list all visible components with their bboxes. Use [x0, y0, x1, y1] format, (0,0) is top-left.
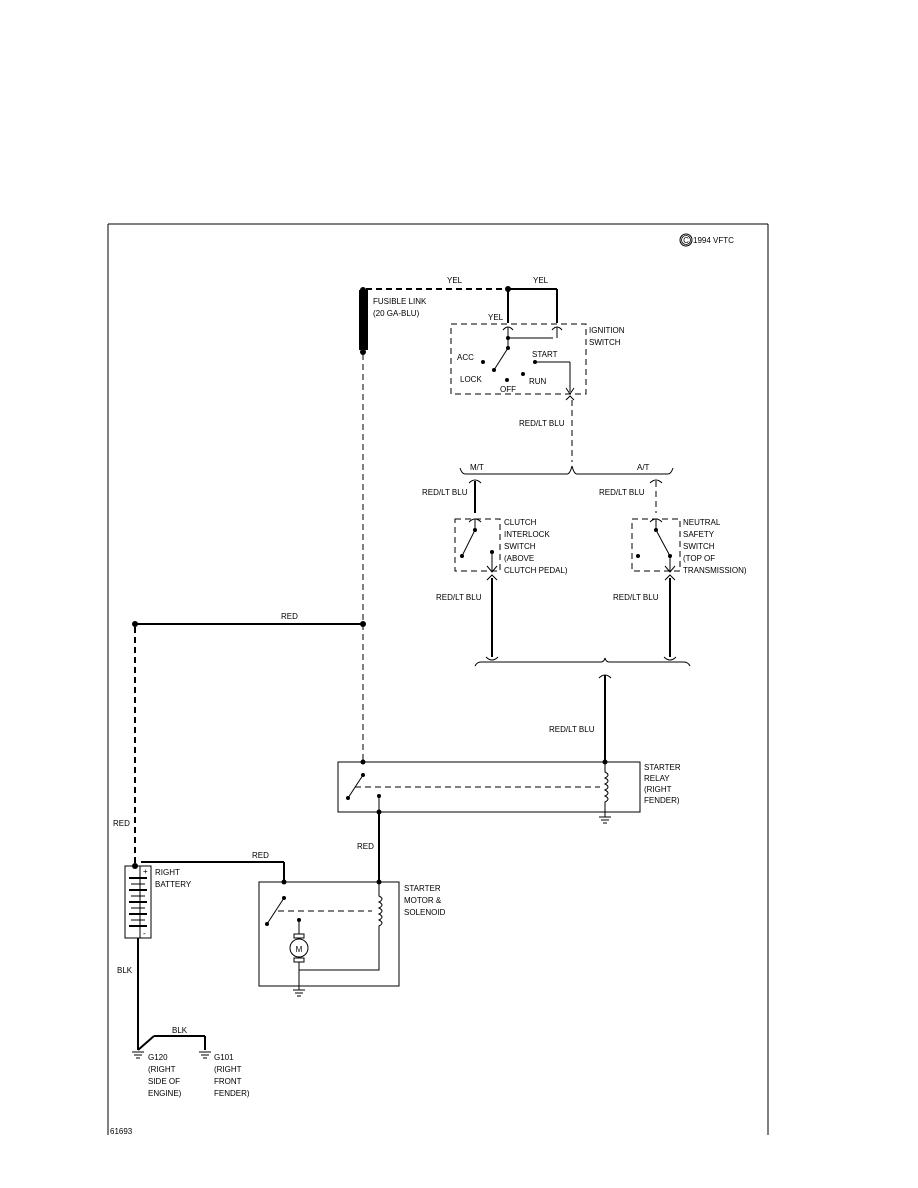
- starter-motor-label-3: SOLENOID: [404, 908, 446, 917]
- g120-label-2: (RIGHT: [148, 1065, 176, 1074]
- neutral-switch-label-1: NEUTRAL: [683, 518, 721, 527]
- wire-label-ign-output: RED/LT BLU: [519, 419, 565, 428]
- wire-label-yel-3: YEL: [488, 313, 504, 322]
- red-wire-top: [132, 354, 366, 866]
- clutch-switch-label-4: (ABOVE: [504, 554, 534, 563]
- starter-relay-label-4: FENDER): [644, 796, 680, 805]
- ground-g101: [199, 1051, 211, 1059]
- g120-label-4: ENGINE): [148, 1089, 182, 1098]
- neutral-safety-switch: [631, 518, 681, 581]
- clutch-switch-label-3: SWITCH: [504, 542, 536, 551]
- ignition-switch: [450, 323, 587, 401]
- mt-at-split-bus: [459, 465, 674, 484]
- wire-label-red-battery: RED: [252, 851, 269, 860]
- neutral-switch-label-3: SWITCH: [683, 542, 715, 551]
- wire-label-yel-2: YEL: [533, 276, 549, 285]
- starter-relay-label-3: (RIGHT: [644, 785, 672, 794]
- g120-label-3: SIDE OF: [148, 1077, 180, 1086]
- starter-relay-label-1: STARTER: [644, 763, 681, 772]
- ignition-pos-lock: LOCK: [460, 375, 482, 384]
- fusible-link-label-2: (20 GA-BLU): [373, 309, 420, 318]
- neutral-switch-label-2: SAFETY: [683, 530, 715, 539]
- g101-label-3: FRONT: [214, 1077, 242, 1086]
- wire-label-red-relay-motor: RED: [357, 842, 374, 851]
- fusible-link: [359, 287, 368, 355]
- ground-g120: [132, 1051, 144, 1059]
- copyright-text: 1994 VFTC: [693, 236, 734, 245]
- blk-wire: [137, 938, 206, 1051]
- battery-label-1: RIGHT: [155, 868, 180, 877]
- figure-id: 61693: [110, 1127, 133, 1136]
- wire-label-yel-1: YEL: [447, 276, 463, 285]
- g101-label-1: G101: [214, 1053, 234, 1062]
- wire-label-red-top: RED: [281, 612, 298, 621]
- g101-label-2: (RIGHT: [214, 1065, 242, 1074]
- yel-wire: [366, 286, 558, 323]
- starter-relay: [337, 759, 641, 824]
- ignition-switch-label-2: SWITCH: [589, 338, 621, 347]
- branch-label-at: A/T: [637, 463, 650, 472]
- ignition-pos-run: RUN: [529, 377, 547, 386]
- merge-bus: [474, 656, 691, 679]
- wire-label-relay-in: RED/LT BLU: [549, 725, 595, 734]
- clutch-switch-label-2: INTERLOCK: [504, 530, 550, 539]
- ignition-pos-acc: ACC: [457, 353, 474, 362]
- copyright-symbol: C: [683, 236, 689, 245]
- ignition-pos-off: OFF: [500, 385, 516, 394]
- copyright-notice: C 1994 VFTC: [679, 233, 734, 247]
- starter-motor-solenoid: [258, 879, 400, 997]
- clutch-switch-label-5: CLUTCH PEDAL): [504, 566, 568, 575]
- wire-label-mt-out: RED/LT BLU: [436, 593, 482, 602]
- neutral-switch-label-4: (TOP OF: [683, 554, 715, 563]
- starter-motor-label-2: MOTOR &: [404, 896, 442, 905]
- wire-label-at-in: RED/LT BLU: [599, 488, 645, 497]
- ignition-switch-label-1: IGNITION: [589, 326, 625, 335]
- fusible-link-label-1: FUSIBLE LINK: [373, 297, 427, 306]
- branch-label-mt: M/T: [470, 463, 484, 472]
- battery-minus: -: [143, 929, 146, 938]
- wire-label-mt-in: RED/LT BLU: [422, 488, 468, 497]
- motor-symbol: M: [296, 945, 303, 954]
- wire-label-at-out: RED/LT BLU: [613, 593, 659, 602]
- wire-label-blk-battery: BLK: [117, 966, 133, 975]
- diagram-frame: [107, 223, 769, 1135]
- wire-label-blk-ground: BLK: [172, 1026, 188, 1035]
- starter-motor-label-1: STARTER: [404, 884, 441, 893]
- battery-label-2: BATTERY: [155, 880, 192, 889]
- battery-plus: +: [143, 867, 148, 876]
- clutch-interlock-switch: [454, 518, 501, 581]
- neutral-switch-label-5: TRANSMISSION): [683, 566, 747, 575]
- ignition-pos-start: START: [532, 350, 558, 359]
- starter-relay-label-2: RELAY: [644, 774, 670, 783]
- g101-label-4: FENDER): [214, 1089, 250, 1098]
- wire-label-red-left: RED: [113, 819, 130, 828]
- clutch-switch-label-1: CLUTCH: [504, 518, 537, 527]
- g120-label-1: G120: [148, 1053, 168, 1062]
- red-wire-battery: [141, 861, 285, 882]
